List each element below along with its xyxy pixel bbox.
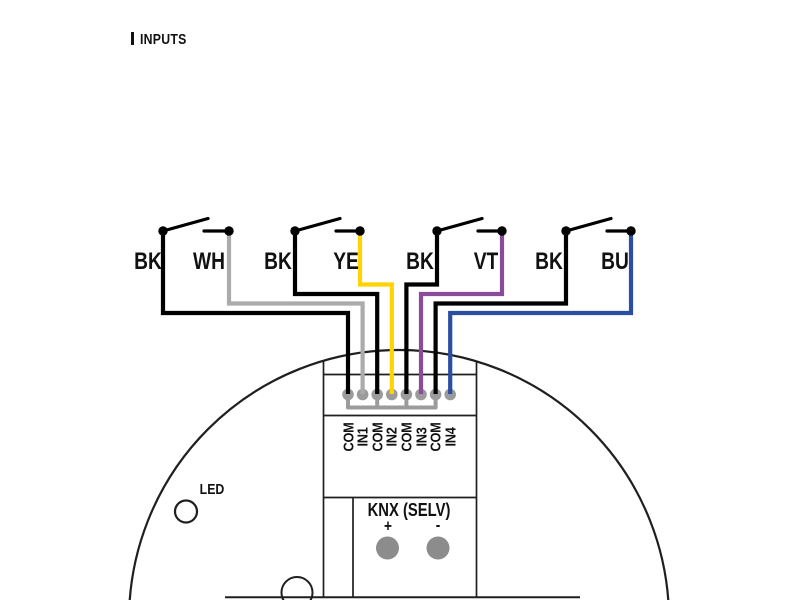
switch-1 [158, 216, 234, 236]
switch-contact-dot [432, 226, 442, 236]
switch2-common-label: BK [264, 248, 292, 275]
switch1-common-label: BK [134, 248, 162, 275]
wires [160, 231, 634, 394]
switch-lever [293, 216, 342, 233]
terminal-circle-com4 [429, 388, 442, 401]
section-marker-bar [131, 32, 134, 45]
terminal-circle-com3 [400, 388, 413, 401]
switch3-wire-label: VT [473, 248, 499, 275]
switch-lever [564, 216, 613, 233]
input-terminals [342, 388, 457, 401]
switch-contact-dot [224, 226, 234, 236]
switches [158, 216, 636, 236]
switch2-wire-label: YE [333, 248, 359, 275]
wire-bu [448, 231, 634, 394]
switch-2 [290, 216, 365, 236]
terminal-circle-in1 [356, 388, 369, 401]
terminal-circle-com2 [371, 388, 384, 401]
wire-bk-3 [404, 231, 440, 394]
wire-ye [357, 231, 394, 394]
switch-4 [561, 216, 636, 236]
wire-bk-2 [292, 231, 380, 394]
terminal-label-com3: COM [398, 422, 416, 452]
switch1-wire-label: WH [193, 248, 225, 275]
page-title: INPUTS [140, 30, 187, 48]
led-indicator-circle [173, 499, 199, 524]
knx-label: KNX (SELV) [367, 498, 450, 520]
led-label: LED [199, 481, 224, 498]
terminal-circle-in2 [386, 388, 398, 401]
wire-bk-1 [160, 231, 351, 394]
knx-minus-terminal [426, 536, 450, 560]
terminal-block-outline [322, 360, 478, 597]
terminal-label-com4: COM [427, 422, 445, 452]
knx-plus-terminal [376, 536, 399, 560]
switch-contact-dot [290, 226, 300, 236]
wire-bk-4 [433, 231, 569, 394]
terminal-circle-in3 [415, 388, 427, 401]
switch3-common-label: BK [406, 248, 434, 275]
switch-contact-dot [561, 226, 571, 236]
switch4-common-label: BK [535, 248, 563, 275]
switch-contact-dot [355, 226, 365, 236]
switch-contact-dot [158, 226, 168, 236]
switch-lever [435, 216, 484, 233]
switch-lever [161, 216, 210, 233]
terminal-circle-in4 [444, 388, 457, 401]
switch-contact-dot [626, 226, 636, 236]
terminal-label-in1: IN1 [354, 427, 372, 447]
device-outline-circle [128, 348, 670, 600]
wire-wh [226, 231, 365, 394]
switch4-wire-label: BU [601, 248, 629, 275]
knx-plus-label: + [383, 516, 392, 535]
switch-3 [432, 216, 507, 236]
terminal-circle-com1 [342, 388, 354, 401]
wire-vt [418, 231, 505, 394]
terminal-label-in4: IN4 [442, 427, 460, 447]
cable-hole-circle [280, 576, 314, 600]
switch-contact-dot [497, 226, 507, 236]
knx-minus-label: - [435, 515, 441, 534]
